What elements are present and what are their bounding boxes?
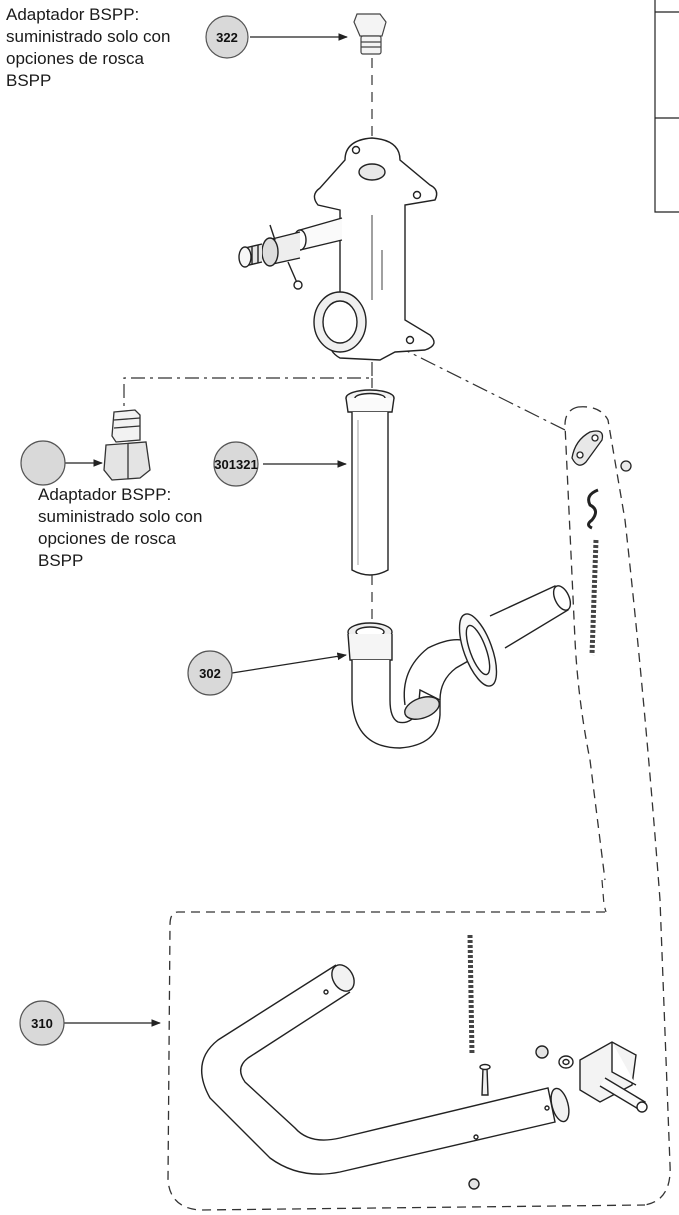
callout-302: 302: [187, 650, 347, 696]
callout-322-label: 322: [216, 30, 238, 45]
chain-kit-dashed-envelope-right: [577, 406, 671, 1206]
callout-322: 322: [205, 15, 348, 59]
bspp-adapter-middle-part: [103, 409, 151, 481]
floor-guard-part: [201, 934, 648, 1190]
chain-hook-bracket-part: [571, 430, 632, 656]
legend-box-fragment: [654, 0, 679, 213]
floor-guard-dashed-envelope: [167, 911, 646, 1211]
callout-301321: 301321: [213, 441, 347, 487]
p-trap-part: [347, 585, 572, 749]
callout-310-label: 310: [31, 1016, 53, 1031]
callout-310: 310: [19, 1000, 161, 1046]
chain-kit-dashed-envelope: [564, 406, 606, 881]
bspp-adapter-top-part: [353, 13, 387, 55]
callout-bspp-middle: [20, 440, 103, 486]
valve-body-part: [238, 137, 438, 361]
bspp-adapter-note-middle: Adaptador BSPP: suministrado solo con op…: [38, 485, 203, 570]
callout-301321-label: 301321: [214, 457, 257, 472]
callout-302-label: 302: [199, 666, 221, 681]
bspp-adapter-note-top: Adaptador BSPP: suministrado solo con op…: [6, 5, 171, 90]
tailpiece-part: [345, 389, 395, 576]
